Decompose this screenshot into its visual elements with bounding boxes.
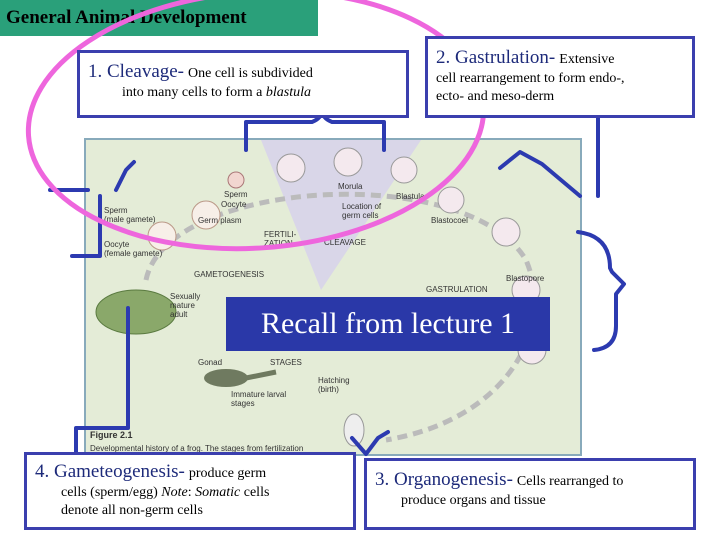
- gameteogenesis-heading: 4. Gameteogenesis-: [35, 461, 185, 482]
- embryo-blastula: [390, 156, 418, 184]
- gastrulation-desc2: cell rearrangement to form endo-,: [436, 71, 625, 86]
- cleavage-term: blastula: [265, 85, 311, 100]
- gameteogenesis-desc3: :: [187, 485, 196, 500]
- label-sperm-male: Sperm (male gamete): [104, 206, 156, 224]
- gastrulation-box: 2. Gastrulation- Extensive cell rearrang…: [425, 36, 695, 118]
- gameteogenesis-desc2: cells (sperm/egg): [61, 485, 162, 500]
- cleavage-box: 1. Cleavage- One cell is subdivided into…: [77, 50, 409, 118]
- label-immature: Immature larval stages: [231, 390, 287, 408]
- label-oocyte: Oocyte: [221, 200, 247, 209]
- label-morula: Morula: [338, 182, 363, 191]
- oocyte-cell: [191, 200, 221, 230]
- organogenesis-desc: Cells rearranged to: [516, 474, 624, 489]
- label-fertilization: FERTILI- ZATION: [264, 230, 297, 248]
- organogenesis-bracket: [576, 230, 626, 352]
- gameteogenesis-note: Note: [161, 485, 188, 500]
- label-location-germ: Location of germ cells: [342, 202, 382, 220]
- label-gonad: Gonad: [198, 358, 223, 367]
- label-germ-plasm: Germ plasm: [198, 216, 242, 225]
- organogenesis-heading: 3. Organogenesis-: [375, 469, 513, 490]
- label-oocyte-female: Oocyte (female gamete): [104, 240, 163, 258]
- tadpole-illustration: [204, 369, 248, 387]
- gastrulation-desc: Extensive: [559, 52, 615, 67]
- cleavage-heading: 1. Cleavage-: [88, 61, 185, 82]
- gameteogenesis-desc5: denote all non-germ cells: [61, 503, 203, 518]
- organogenesis-box: 3. Organogenesis- Cells rearranged to pr…: [364, 458, 696, 530]
- figure-caption-text: Developmental history of a frog. The sta…: [90, 444, 304, 453]
- label-gametogenesis: GAMETOGENESIS: [194, 270, 265, 279]
- label-cleavage: CLEAVAGE: [324, 238, 366, 247]
- label-hatching: Hatching (birth): [318, 376, 350, 394]
- tadpole-tail: [245, 369, 277, 381]
- slide-title: General Animal Development: [0, 0, 318, 36]
- sperm-cell: [227, 171, 245, 189]
- gameteogenesis-desc4: cells: [240, 485, 270, 500]
- embryo-morula: [333, 147, 363, 177]
- caption-band: [86, 428, 316, 454]
- gameteogenesis-term: Somatic: [195, 485, 241, 500]
- gamete-sperm-bracket: [114, 160, 136, 192]
- gastrulation-heading: 2. Gastrulation-: [436, 47, 556, 68]
- label-stages: STAGES: [270, 358, 302, 367]
- embryo-gastrula: [491, 217, 521, 247]
- label-sperm: Sperm: [224, 190, 248, 199]
- organogenesis-desc2: produce organs and tissue: [401, 493, 546, 508]
- gastrulation-bracket: [498, 150, 582, 198]
- gameteogenesis-connector: [74, 306, 130, 454]
- gameteogenesis-box: 4. Gameteogenesis- produce germ cells (s…: [24, 452, 356, 530]
- hatching-larva: [343, 413, 365, 447]
- embryo-2cell: [276, 153, 306, 183]
- figure-caption-title: Figure 2.1: [90, 430, 133, 440]
- label-sexually-mature: Sexually mature adult: [170, 292, 201, 319]
- cleavage-desc2: into many cells to form a: [122, 85, 266, 100]
- adult-frog-illustration: [95, 289, 177, 335]
- label-blastula: Blastula: [396, 192, 425, 201]
- gamete-left-line: [70, 194, 102, 258]
- label-gastrulation: GASTRULATION: [426, 285, 488, 294]
- cleavage-desc: One cell is subdivided: [188, 66, 313, 81]
- gastrulation-desc3: ecto- and meso-derm: [436, 89, 555, 104]
- embryo-blastocoel: [437, 186, 465, 214]
- gameteogenesis-desc: produce germ: [188, 466, 267, 481]
- organogenesis-connector: [350, 430, 390, 456]
- label-blastocoel: Blastocoel: [431, 216, 468, 225]
- highlight-circle: [25, 0, 487, 252]
- label-blastopore: Blastopore: [506, 274, 545, 283]
- recall-callout: Recall from lecture 1: [226, 297, 550, 351]
